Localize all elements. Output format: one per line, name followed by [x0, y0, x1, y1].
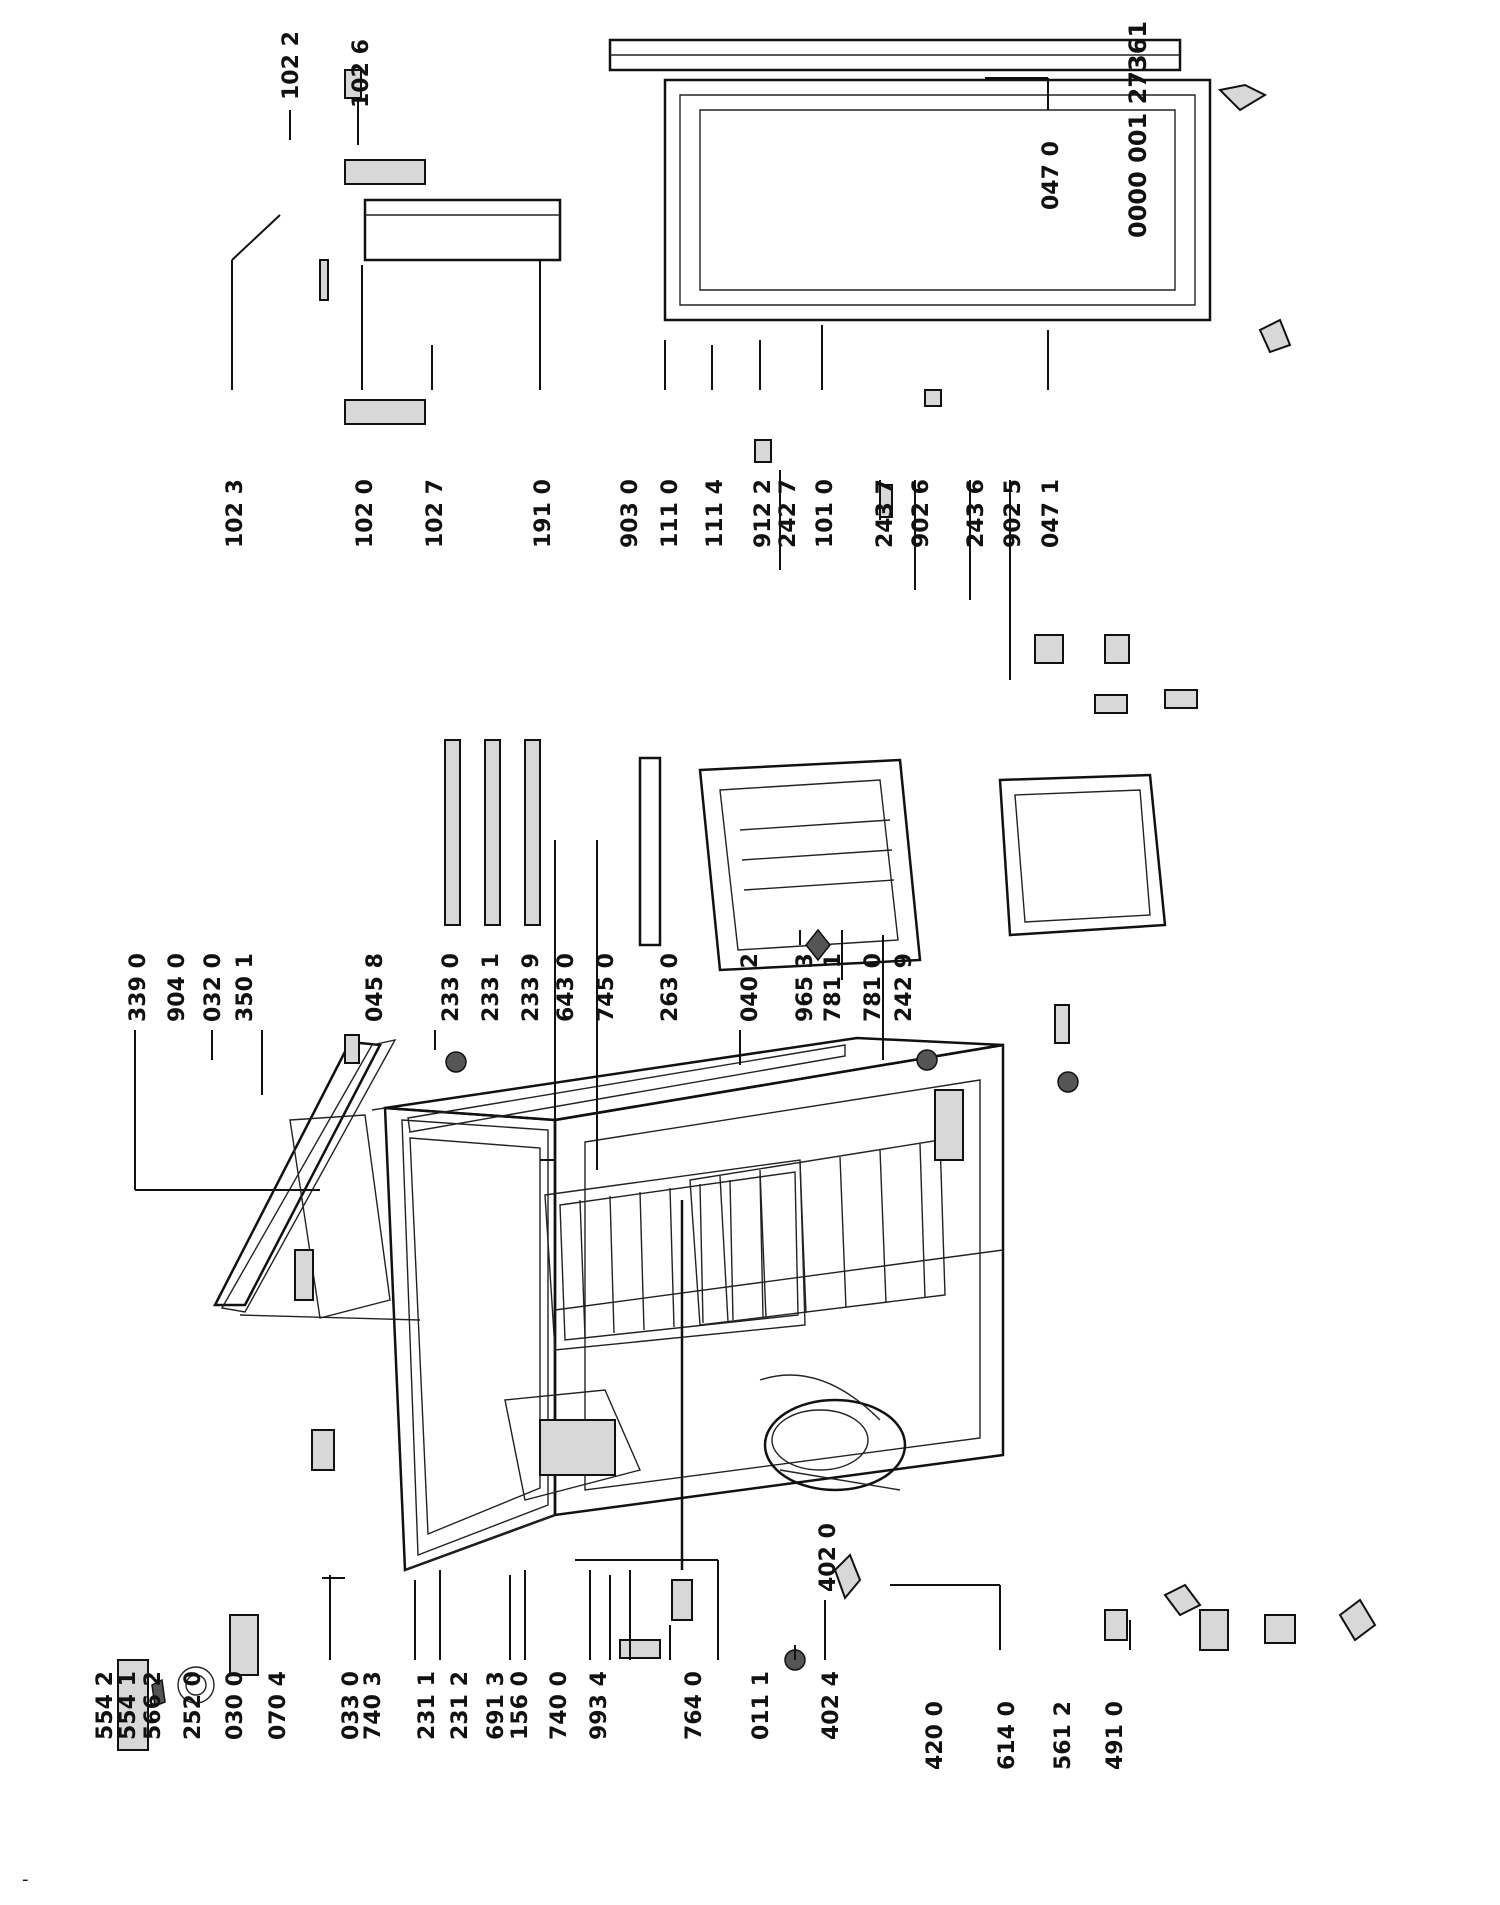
cabinet-body	[371, 1036, 1005, 1572]
label-566-2: 566 2	[141, 1671, 166, 1740]
label-420-0: 420 0	[923, 1701, 948, 1770]
label-231-2: 231 2	[448, 1671, 473, 1740]
small-parts	[117, 69, 1377, 1751]
label-402-0: 402 0	[816, 1523, 841, 1592]
wire-shelves	[544, 1139, 946, 1351]
compressor	[759, 1374, 907, 1492]
label-102-3: 102 3	[223, 479, 248, 548]
door-gasket	[608, 38, 1182, 72]
label-070-4: 070 4	[266, 1671, 291, 1740]
label-156-0: 156 0	[508, 1671, 533, 1740]
corner-mark: -	[22, 1869, 29, 1890]
label-350-1: 350 1	[233, 953, 258, 1022]
label-233-9: 233 9	[519, 953, 544, 1022]
label-691-3: 691 3	[484, 1671, 509, 1740]
label-243-7: 243 7	[873, 479, 898, 548]
label-902-6: 902 6	[909, 479, 934, 548]
label-242-9: 242 9	[892, 953, 917, 1022]
label-102-6: 102 6	[349, 39, 374, 108]
label-040-2: 040 2	[738, 953, 763, 1022]
document-number: 0000 001 27361	[1124, 21, 1152, 238]
label-032-0: 032 0	[201, 953, 226, 1022]
label-102-7: 102 7	[423, 479, 448, 548]
label-101-0: 101 0	[813, 479, 838, 548]
crisper-drawer-lower	[998, 773, 1167, 937]
label-740-3: 740 3	[361, 1671, 386, 1740]
label-263-0: 263 0	[658, 953, 683, 1022]
label-233-1: 233 1	[479, 953, 504, 1022]
label-554-2: 554 2	[93, 1671, 118, 1740]
door-shelf	[363, 198, 562, 262]
label-904-0: 904 0	[165, 953, 190, 1022]
label-764-0: 764 0	[682, 1671, 707, 1740]
label-011-1: 011 1	[749, 1671, 774, 1740]
control-panel-area	[504, 1389, 641, 1501]
rod-end-part	[671, 1579, 693, 1621]
label-339-0: 339 0	[126, 953, 151, 1022]
label-111-4: 111 4	[703, 479, 728, 548]
label-045-8: 045 8	[363, 953, 388, 1022]
label-781-0: 781 0	[861, 953, 886, 1022]
label-233-0: 233 0	[439, 953, 464, 1022]
door-panel	[663, 78, 1212, 322]
label-643-0: 643 0	[554, 953, 579, 1022]
label-242-7: 242 7	[776, 479, 801, 548]
leader-lines	[134, 77, 1131, 1660]
label-902-5: 902 5	[1001, 479, 1026, 548]
label-745-0: 745 0	[594, 953, 619, 1022]
callout-labels: 554 2 554 1 566 2 252 0 030 0 070 4 033 …	[93, 21, 1152, 1770]
label-402-4: 402 4	[819, 1671, 844, 1740]
label-191-0: 191 0	[531, 479, 556, 548]
label-614-0: 614 0	[995, 1701, 1020, 1770]
crisper-strip	[638, 756, 662, 947]
label-965-3: 965 3	[793, 953, 818, 1022]
label-243-6: 243 6	[964, 479, 989, 548]
label-047-0: 047 0	[1039, 141, 1064, 210]
label-111-0: 111 0	[658, 479, 683, 548]
label-102-2: 102 2	[279, 31, 304, 100]
label-912-2: 912 2	[751, 479, 776, 548]
crisper-drawer-upper	[698, 758, 922, 972]
label-561-2: 561 2	[1051, 1701, 1076, 1770]
label-903-0: 903 0	[618, 479, 643, 548]
label-554-1: 554 1	[116, 1671, 141, 1740]
label-033-0: 033 0	[339, 1671, 364, 1740]
label-993-4: 993 4	[587, 1671, 612, 1740]
label-102-0: 102 0	[353, 479, 378, 548]
label-740-0: 740 0	[547, 1671, 572, 1740]
shelf-rails	[444, 739, 541, 926]
label-491-0: 491 0	[1103, 1701, 1128, 1770]
label-047-1: 047 1	[1039, 479, 1064, 548]
label-781-1: 781 1	[821, 953, 846, 1022]
label-231-1: 231 1	[415, 1671, 440, 1740]
label-030-0: 030 0	[223, 1671, 248, 1740]
label-252-0: 252 0	[181, 1671, 206, 1740]
